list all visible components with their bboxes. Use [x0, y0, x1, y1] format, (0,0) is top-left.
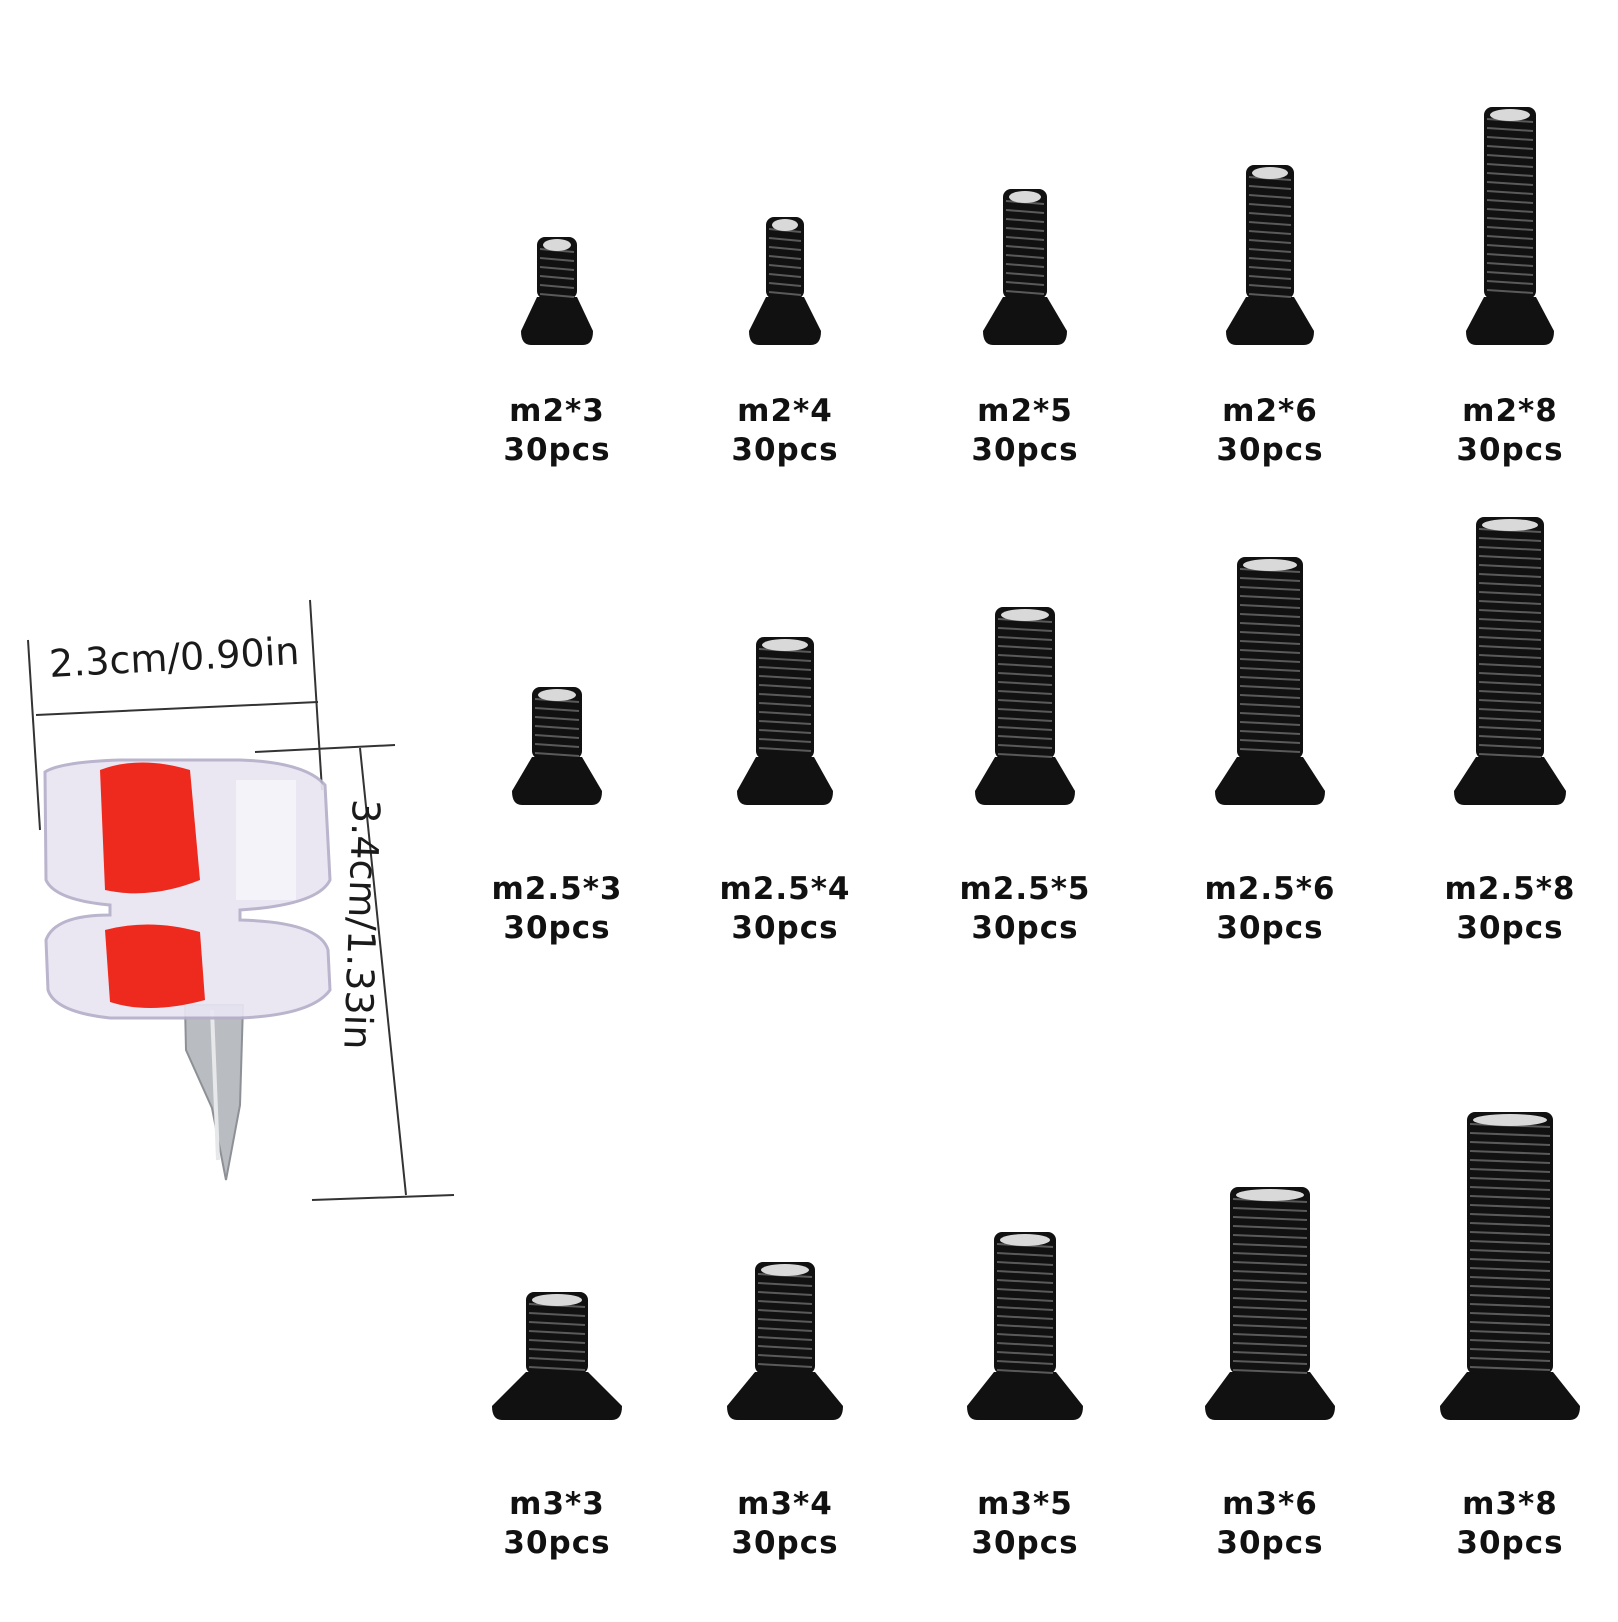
screw-m2x6 — [1226, 165, 1314, 345]
screw-quantity: 30pcs — [971, 432, 1079, 468]
height-dimension-label: 3.4cm/1.33in — [335, 798, 388, 1051]
screwdriver — [27, 599, 455, 1201]
screw-size: m3*4 — [737, 1486, 833, 1522]
screw-m2x5 — [983, 189, 1067, 345]
screw-size: m2*3 — [509, 393, 605, 429]
screw-m2x3 — [521, 237, 593, 345]
screw-grid — [492, 107, 1580, 1420]
screw-quantity: 30pcs — [731, 1525, 839, 1561]
screw-m2x4 — [749, 217, 821, 345]
screw-size: m2.5*4 — [719, 871, 851, 907]
red-grip-bottom — [105, 924, 205, 1009]
screw-size: m3*6 — [1222, 1486, 1318, 1522]
dimension-lines — [27, 599, 455, 1201]
screw-size: m2.5*5 — [959, 871, 1091, 907]
screw-quantity: 30pcs — [731, 432, 839, 468]
screw-quantity: 30pcs — [1216, 432, 1324, 468]
screw-quantity: 30pcs — [1456, 910, 1564, 946]
red-grip-top — [100, 762, 200, 894]
screw-m2.5x3 — [512, 687, 602, 805]
screw-size: m3*5 — [977, 1486, 1073, 1522]
screw-quantity: 30pcs — [503, 910, 611, 946]
screw-size: m2*4 — [737, 393, 833, 429]
screw-quantity: 30pcs — [971, 910, 1079, 946]
screw-size: m2.5*8 — [1444, 871, 1576, 907]
screw-m2.5x5 — [975, 607, 1075, 805]
screw-m2x8 — [1466, 107, 1554, 345]
screw-m2.5x6 — [1215, 557, 1325, 805]
screw-quantity: 30pcs — [1216, 1525, 1324, 1561]
screw-m3x8 — [1440, 1112, 1580, 1420]
screw-size: m2*6 — [1222, 393, 1318, 429]
screw-size: m3*8 — [1462, 1486, 1558, 1522]
screw-size: m2.5*3 — [491, 871, 623, 907]
screw-size: m2*8 — [1462, 393, 1558, 429]
screw-m3x6 — [1205, 1187, 1335, 1420]
screw-size: m3*3 — [509, 1486, 605, 1522]
screw-m2.5x8 — [1454, 517, 1566, 805]
screw-quantity: 30pcs — [971, 1525, 1079, 1561]
screw-m3x4 — [727, 1262, 843, 1420]
screw-quantity: 30pcs — [731, 910, 839, 946]
screw-quantity: 30pcs — [1456, 1525, 1564, 1561]
screw-size: m2.5*6 — [1204, 871, 1336, 907]
screw-m2.5x4 — [737, 637, 833, 805]
screw-size: m2*5 — [977, 393, 1073, 429]
screw-m3x5 — [967, 1232, 1083, 1420]
screw-quantity: 30pcs — [503, 1525, 611, 1561]
screw-quantity: 30pcs — [1216, 910, 1324, 946]
screw-quantity: 30pcs — [503, 432, 611, 468]
screw-m3x3 — [492, 1292, 622, 1420]
screw-quantity: 30pcs — [1456, 432, 1564, 468]
